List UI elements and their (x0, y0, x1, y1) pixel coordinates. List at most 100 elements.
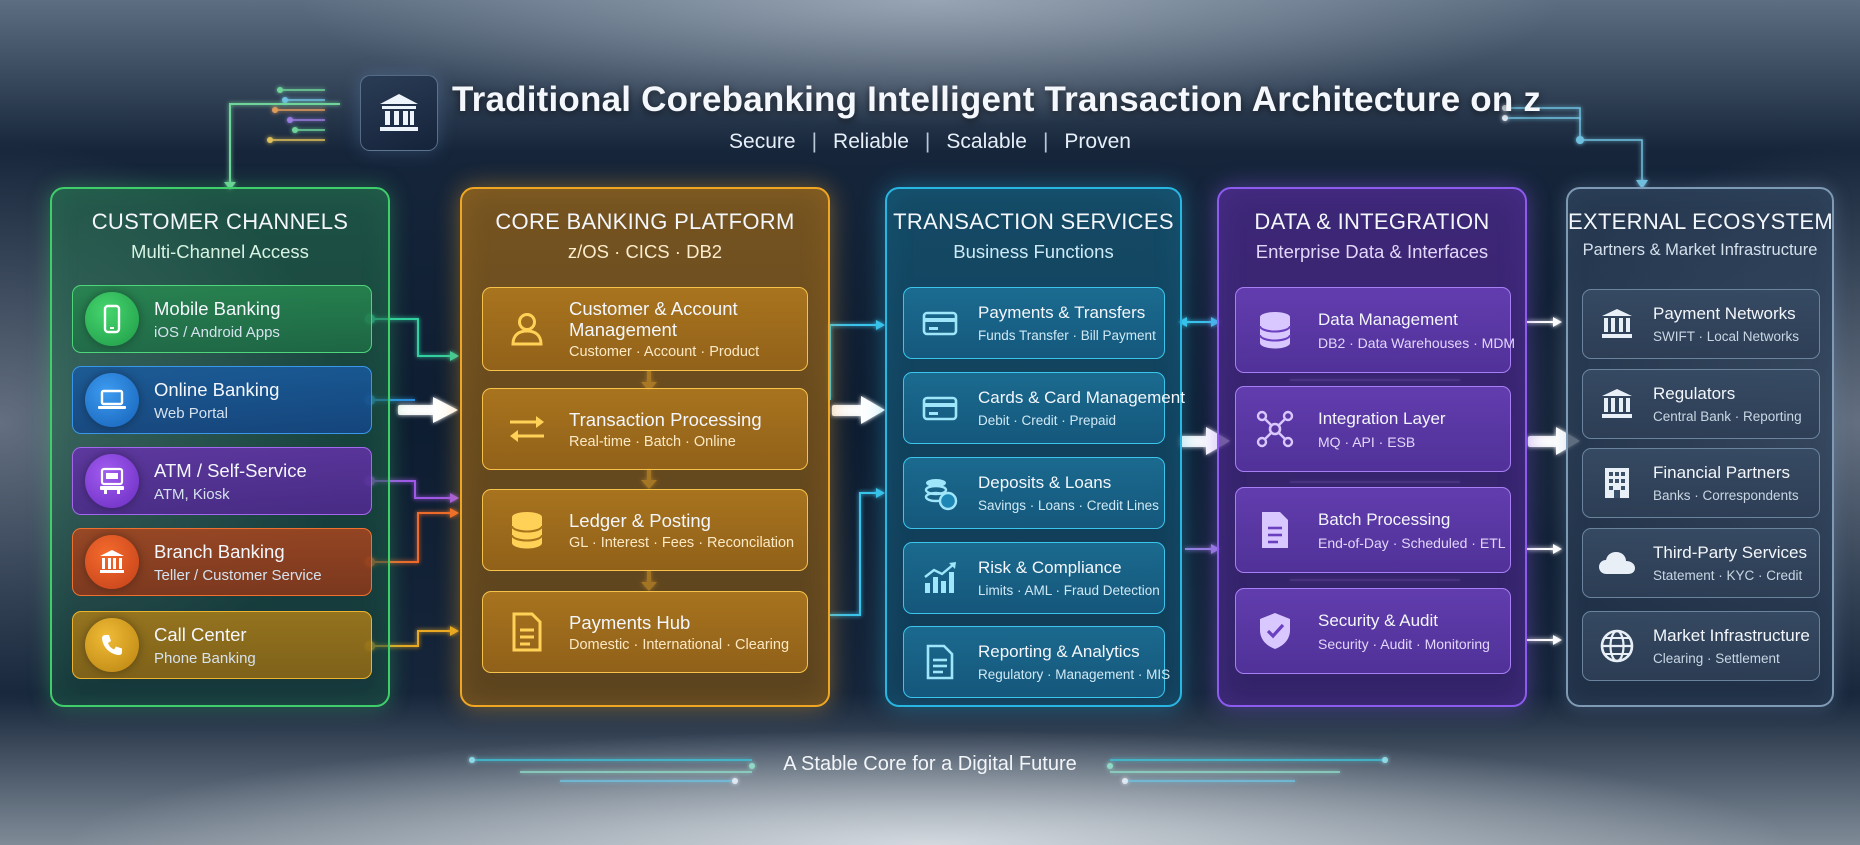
channel-card-online[interactable]: Online Banking Web Portal (72, 366, 372, 434)
tx-name: Cards & Card Management (978, 388, 1185, 407)
ext-card-regulators[interactable]: Regulators Central Bank · Reporting (1582, 369, 1820, 439)
tagline-separator: | (811, 130, 818, 153)
channel-card-atm[interactable]: ATM / Self-Service ATM, Kiosk (72, 447, 372, 515)
channel-desc: Phone Banking (154, 649, 256, 667)
channel-desc: Teller / Customer Service (154, 566, 322, 584)
ext-desc: Clearing · Settlement (1653, 651, 1780, 666)
network-icon (1252, 409, 1298, 449)
core-name: Payments Hub (569, 611, 691, 633)
panel-title: TRANSACTION SERVICES (893, 209, 1174, 234)
tx-card-cards[interactable]: Cards & Card Management Debit · Credit ·… (903, 372, 1185, 444)
core-desc: Customer · Account · Product (569, 344, 760, 360)
data-desc: MQ · API · ESB (1318, 433, 1416, 450)
ext-name: Financial Partners (1653, 463, 1791, 482)
ext-name: Market Infrastructure (1653, 626, 1810, 645)
core-card-payments-hub[interactable]: Payments Hub Domestic · International · … (482, 591, 808, 673)
phone-icon (85, 618, 139, 672)
header-left-connector (229, 103, 340, 188)
tx-name: Deposits & Loans (978, 473, 1112, 492)
cloud-icon (1597, 549, 1637, 577)
tx-desc: Limits · AML · Fraud Detection (978, 583, 1160, 598)
ext-card-payment-networks[interactable]: Payment Networks SWIFT · Local Networks (1582, 289, 1820, 359)
core-desc: Real-time · Batch · Online (569, 433, 736, 450)
channel-desc: Web Portal (154, 404, 228, 422)
card-icon (920, 393, 960, 423)
data-integration-panel: DATA & INTEGRATION Enterprise Data & Int… (1217, 187, 1527, 707)
customer-channels-panel: CUSTOMER CHANNELS Multi-Channel Access M… (50, 187, 390, 707)
core-card-transaction-processing[interactable]: Transaction Processing Real-time · Batch… (482, 388, 808, 470)
panel-subtitle: Enterprise Data & Interfaces (1255, 241, 1489, 262)
tx-desc: Regulatory · Management · MIS (978, 667, 1171, 682)
tagline-item: Proven (1064, 130, 1131, 153)
data-card-integration-layer[interactable]: Integration Layer MQ · API · ESB (1235, 386, 1511, 472)
document-icon (1252, 509, 1298, 551)
channel-desc: iOS / Android Apps (154, 323, 280, 341)
ext-name: Regulators (1653, 384, 1736, 403)
chart-icon (920, 561, 960, 595)
ext-card-financial-partners[interactable]: Financial Partners Banks · Correspondent… (1582, 448, 1820, 518)
building-icon (1597, 465, 1637, 501)
channel-name: Mobile Banking (154, 297, 281, 319)
ext-desc: Central Bank · Reporting (1653, 409, 1802, 424)
page-title: Traditional Corebanking Intelligent Tran… (452, 80, 1542, 119)
tx-card-payments-transfers[interactable]: Payments & Transfers Funds Transfer · Bi… (903, 287, 1165, 359)
core-name: Customer & Account Management (569, 298, 738, 340)
tagline-item: Secure (729, 130, 796, 153)
header-logo (360, 75, 438, 151)
tagline-item: Scalable (946, 130, 1027, 153)
data-name: Integration Layer (1318, 408, 1446, 428)
tx-card-deposits-loans[interactable]: Deposits & Loans Savings · Loans · Credi… (903, 457, 1165, 529)
ext-name: Payment Networks (1653, 304, 1796, 323)
channel-card-mobile[interactable]: Mobile Banking iOS / Android Apps (72, 285, 372, 353)
panel-subtitle: z/OS · CICS · DB2 (567, 241, 723, 262)
bank-icon (1597, 307, 1637, 341)
tx-name: Risk & Compliance (978, 558, 1122, 577)
data-desc: DB2 · Data Warehouses · MDM (1318, 334, 1516, 351)
data-card-batch-processing[interactable]: Batch Processing End-of-Day · Scheduled … (1235, 487, 1511, 573)
bank-icon (1597, 387, 1637, 421)
tx-card-reporting-analytics[interactable]: Reporting & Analytics Regulatory · Manag… (903, 626, 1171, 698)
panel-title: CUSTOMER CHANNELS (91, 209, 349, 234)
footer-tagline: A Stable Core for a Digital Future (783, 753, 1077, 775)
user-icon (505, 309, 549, 349)
report-icon (920, 643, 960, 681)
data-card-security-audit[interactable]: Security & Audit Security · Audit · Moni… (1235, 588, 1511, 674)
channel-name: ATM / Self-Service (154, 459, 307, 481)
ext-desc: Banks · Correspondents (1653, 488, 1799, 503)
database-icon (505, 509, 549, 551)
ext-card-market-infrastructure[interactable]: Market Infrastructure Clearing · Settlem… (1582, 611, 1820, 681)
core-card-ledger-posting[interactable]: Ledger & Posting GL · Interest · Fees · … (482, 489, 808, 571)
tx-desc: Debit · Credit · Prepaid (978, 413, 1117, 428)
data-to-external-connectors (1527, 317, 1562, 645)
channel-name: Call Center (154, 623, 247, 645)
panel-title: DATA & INTEGRATION (1254, 209, 1490, 234)
ext-name: Third-Party Services (1653, 543, 1807, 562)
core-to-transaction-connectors (829, 320, 885, 616)
ext-desc: SWIFT · Local Networks (1653, 329, 1800, 344)
data-card-data-management[interactable]: Data Management DB2 · Data Warehouses · … (1235, 287, 1516, 373)
core-desc: GL · Interest · Fees · Reconcilation (569, 534, 795, 551)
flow-arrow-core-transaction (832, 396, 885, 424)
core-banking-panel: CORE BANKING PLATFORM z/OS · CICS · DB2 … (460, 187, 830, 707)
card-icon (920, 308, 960, 338)
shield-icon (1252, 610, 1298, 652)
core-card-customer-account[interactable]: Customer & Account Management Customer ·… (482, 287, 808, 371)
panel-subtitle: Multi-Channel Access (131, 241, 309, 262)
data-desc: Security · Audit · Monitoring (1318, 635, 1490, 652)
panel-title: CORE BANKING PLATFORM (495, 209, 795, 234)
atm-icon (85, 454, 139, 508)
data-name: Batch Processing (1318, 509, 1451, 529)
channel-card-call-center[interactable]: Call Center Phone Banking (72, 611, 372, 679)
tagline: Secure | Reliable | Scalable | Proven (690, 130, 1170, 162)
tx-card-risk-compliance[interactable]: Risk & Compliance Limits · AML · Fraud D… (903, 542, 1165, 614)
bank-icon (85, 535, 139, 589)
external-ecosystem-panel: EXTERNAL ECOSYSTEM Partners & Market Inf… (1566, 187, 1834, 707)
tx-name: Reporting & Analytics (978, 642, 1140, 661)
channel-name: Online Banking (154, 378, 280, 400)
channel-card-branch[interactable]: Branch Banking Teller / Customer Service (72, 528, 372, 596)
core-desc: Domestic · International · Clearing (569, 636, 790, 653)
core-name: Transaction Processing (569, 408, 762, 430)
mobile-phone-icon (85, 292, 139, 346)
ext-card-third-party[interactable]: Third-Party Services Statement · KYC · C… (1582, 528, 1820, 598)
tx-name: Payments & Transfers (978, 303, 1146, 322)
